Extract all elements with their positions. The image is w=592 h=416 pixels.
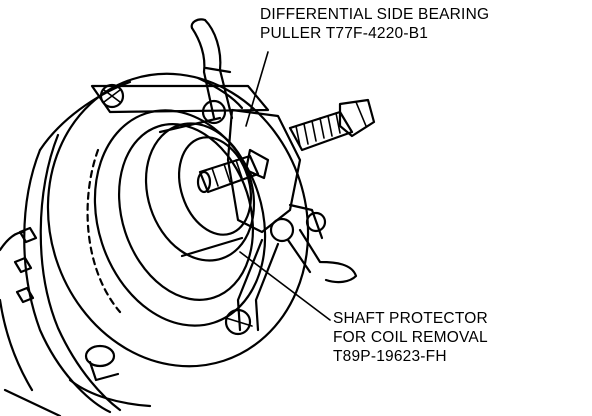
protector-label-line-2: FOR COIL REMOVAL [333,329,488,346]
protector-label-line-3: T89P-19623-FH [333,348,447,365]
leader-lines [239,51,331,321]
puller-label-line-1: DIFFERENTIAL SIDE BEARING [260,6,490,23]
puller-arms [90,18,358,336]
callout-puller-label: DIFFERENTIAL SIDE BEARING PULLER T77F-42… [260,5,489,43]
shaft-protector [144,116,256,262]
forcing-screw [196,98,376,194]
rotor-disc [46,72,310,368]
puller-label-line-2: PULLER T77F-4220-B1 [260,25,429,42]
leader-protector [239,251,331,321]
lower-bolt [68,344,152,408]
housing-shell [0,80,132,416]
leader-puller [245,51,269,127]
protector-label-line-1: SHAFT PROTECTOR [333,310,488,327]
callout-protector-label: SHAFT PROTECTOR FOR COIL REMOVAL T89P-19… [333,309,488,366]
